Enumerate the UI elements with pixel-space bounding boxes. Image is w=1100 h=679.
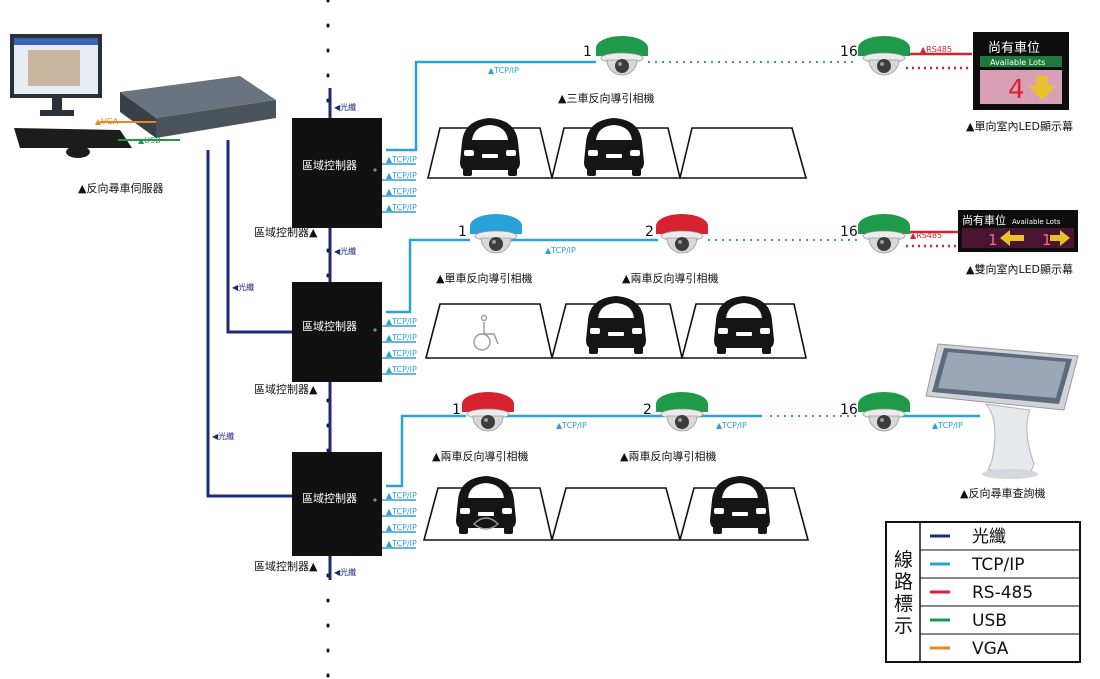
svg-text:▲TCP/IP: ▲TCP/IP: [386, 171, 417, 180]
continuation-lines: [648, 61, 858, 417]
fiber-tag-1: ◀光纖: [334, 102, 356, 112]
legend-item-label: RS-485: [972, 583, 1033, 603]
fiber-tag-3: ◀光纖: [232, 282, 254, 292]
legend-item-label: VGA: [972, 639, 1009, 659]
svg-text:▲TCP/IP: ▲TCP/IP: [386, 539, 417, 548]
monitor: [10, 34, 102, 116]
camera-label-r1-1: ▲三車反向導引相機: [558, 91, 654, 105]
camera-r2-2: [656, 214, 708, 254]
usb-tag: ▲USB: [138, 136, 161, 145]
svg-text:區域控制器: 區域控制器: [302, 491, 357, 505]
tcp-tag-row3a: ▲TCP/IP: [556, 421, 587, 430]
accessible-parking-icon: [473, 314, 499, 351]
zone-controller-caption-3: 區域控制器▲: [254, 559, 318, 573]
zone-controller-caption-1: 區域控制器▲: [254, 225, 318, 239]
camera-label-r3-1: ▲兩車反向導引相機: [432, 449, 528, 463]
led-display-single: 尚有車位 Available Lots 4: [973, 32, 1069, 110]
svg-text:4: 4: [1008, 75, 1025, 105]
fiber-tag-4: ◀光纖: [212, 431, 234, 441]
rs485-tag-2: ▲RS485: [910, 231, 942, 240]
legend-item-label: USB: [972, 611, 1007, 631]
tcp-tag-row2: ▲TCP/IP: [545, 246, 576, 255]
svg-text:區域控制器: 區域控制器: [302, 158, 357, 172]
kiosk: [925, 343, 1079, 479]
camera-r3-16: [858, 392, 910, 432]
tcp-tag-row3c: ▲TCP/IP: [932, 421, 963, 430]
camera-label-r3-2: ▲兩車反向導引相機: [620, 449, 716, 463]
car-r3-1: [456, 476, 516, 534]
svg-text:區域控制器: 區域控制器: [302, 319, 357, 333]
keyboard: [14, 128, 132, 158]
svg-text:▲TCP/IP: ▲TCP/IP: [386, 491, 417, 500]
server-label: ▲反向尋車伺服器: [78, 181, 163, 195]
camera-r2-1: [470, 214, 522, 254]
camera-label-r2-1: ▲單車反向導引相機: [436, 271, 532, 285]
camera-num-r1-1: 1: [583, 44, 592, 60]
rack-server: [120, 76, 276, 138]
fiber-lines: [206, 88, 332, 580]
svg-text:▲TCP/IP: ▲TCP/IP: [386, 155, 417, 164]
car-r3-3: [710, 476, 770, 534]
camera-num-r3-2: 2: [643, 402, 652, 418]
svg-text:▲TCP/IP: ▲TCP/IP: [386, 365, 417, 374]
camera-num-r2-2: 2: [645, 224, 654, 240]
car-r1-2: [584, 118, 644, 176]
tcp-tag-row1: ▲TCP/IP: [488, 66, 519, 75]
svg-text:▲TCP/IP: ▲TCP/IP: [386, 203, 417, 212]
vga-tag: ▲VGA: [95, 117, 119, 126]
camera-num-r2-16: 16: [840, 224, 858, 240]
svg-text:1: 1: [988, 231, 998, 249]
legend-title: 線路標示: [894, 549, 913, 637]
tcp-stub-tags: ▲TCP/IP ▲TCP/IP ▲TCP/IP ▲TCP/IP ▲TCP/IP ▲TC…: [386, 155, 417, 548]
camera-num-r1-16: 16: [840, 44, 858, 60]
camera-num-r2-1: 1: [458, 224, 467, 240]
car-r2-2: [586, 296, 646, 354]
camera-r3-1: [462, 392, 514, 432]
zone-controller-caption-2: 區域控制器▲: [254, 382, 318, 396]
tcp-stubs: [382, 163, 416, 549]
camera-r2-16: [858, 214, 910, 254]
legend-item-label: TCP/IP: [971, 555, 1025, 575]
camera-r3-2: [656, 392, 708, 432]
rs485-lines: [906, 52, 972, 248]
svg-text:尚有車位: 尚有車位: [962, 213, 1006, 227]
fiber-tag-2: ◀光纖: [334, 246, 356, 256]
svg-text:▲TCP/IP: ▲TCP/IP: [386, 187, 417, 196]
led-display-dual-label: ▲雙向室內LED顯示幕: [966, 262, 1073, 276]
parking-bays: [422, 127, 810, 541]
camera-label-r2-2: ▲兩車反向導引相機: [622, 271, 718, 285]
car-r1-1: [460, 118, 520, 176]
fiber-tag-5: ◀光纖: [334, 567, 356, 577]
svg-text:▲TCP/IP: ▲TCP/IP: [386, 507, 417, 516]
car-r2-3: [714, 296, 774, 354]
svg-text:▲TCP/IP: ▲TCP/IP: [386, 317, 417, 326]
svg-text:▲TCP/IP: ▲TCP/IP: [386, 333, 417, 342]
svg-text:Available Lots: Available Lots: [990, 58, 1045, 67]
accessible-parking-icon-2: [472, 517, 500, 530]
svg-text:尚有車位: 尚有車位: [988, 41, 1040, 56]
rs485-tag-1: ▲RS485: [920, 45, 952, 54]
camera-r1-16: [858, 36, 910, 76]
svg-text:▲TCP/IP: ▲TCP/IP: [386, 349, 417, 358]
zone-controller-3: 區域控制器: [292, 452, 382, 556]
led-display-single-label: ▲單向室內LED顯示幕: [966, 119, 1073, 133]
svg-text:Available Lots: Available Lots: [1012, 218, 1061, 226]
camera-num-r3-16: 16: [840, 402, 858, 418]
kiosk-label: ▲反向尋車查詢機: [960, 486, 1045, 500]
legend-item-label: 光纖: [972, 527, 1006, 547]
zone-controller-2: 區域控制器: [292, 282, 382, 382]
camera-num-r3-1: 1: [452, 402, 461, 418]
zone-controller-1: 區域控制器: [292, 118, 382, 228]
led-display-dual: 尚有車位 Available Lots 1 1: [958, 210, 1078, 252]
camera-r1-1: [596, 36, 648, 76]
tcp-tag-row3b: ▲TCP/IP: [716, 421, 747, 430]
svg-text:▲TCP/IP: ▲TCP/IP: [386, 523, 417, 532]
svg-text:1: 1: [1042, 231, 1052, 249]
